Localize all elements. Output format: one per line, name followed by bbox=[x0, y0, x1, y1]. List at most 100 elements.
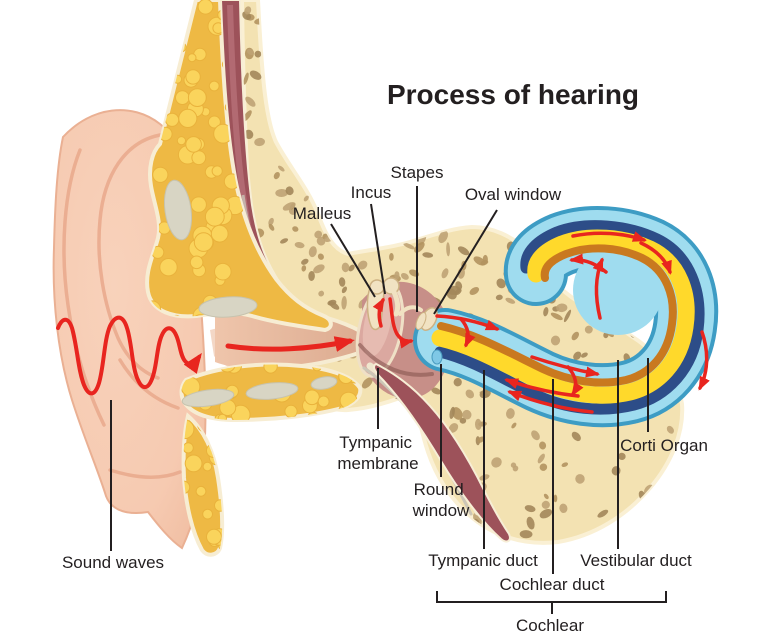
fat-bubble bbox=[159, 258, 178, 277]
ossicle-up-arrow bbox=[372, 297, 385, 328]
bone-spot bbox=[275, 188, 288, 198]
bone-spot bbox=[474, 418, 482, 430]
label-tympanic-duct: Tympanic duct bbox=[428, 551, 538, 570]
bone-spot bbox=[325, 171, 334, 181]
sound-path-arrows bbox=[56, 231, 710, 414]
cochlea-arrow-7 bbox=[698, 330, 710, 391]
bone-spot bbox=[491, 457, 502, 468]
bone-spot bbox=[357, 260, 368, 270]
cartilage-blob bbox=[181, 388, 235, 408]
fat-bubble bbox=[197, 0, 214, 15]
bone-spot bbox=[661, 488, 673, 499]
bone-spot bbox=[459, 417, 467, 424]
bone-spot bbox=[573, 351, 582, 361]
cochlea-arrow-4 bbox=[566, 365, 584, 397]
fat-bubble bbox=[214, 262, 232, 281]
bone-spot bbox=[301, 258, 309, 265]
bone-spot bbox=[301, 265, 307, 272]
fat-bubble bbox=[284, 404, 298, 418]
fat-bubble bbox=[184, 454, 203, 473]
bone-spot bbox=[505, 297, 516, 304]
fat-bubble bbox=[160, 4, 171, 15]
fat-bubble bbox=[218, 447, 230, 459]
bone-spot bbox=[341, 296, 347, 310]
bone-spot bbox=[526, 516, 535, 530]
bone-spot bbox=[559, 503, 568, 513]
bone-spot bbox=[294, 242, 305, 249]
bone-spot bbox=[496, 278, 506, 289]
fat-bubble bbox=[152, 166, 169, 183]
bone-spot bbox=[254, 50, 262, 58]
label-tympanic-membrane: Tympanic membrane bbox=[337, 433, 418, 473]
bone-spot bbox=[584, 325, 593, 334]
cochlea-arrow-8 bbox=[639, 241, 672, 275]
fat-bubble bbox=[214, 499, 227, 512]
bone-spot bbox=[561, 462, 569, 468]
fat-bubble bbox=[165, 112, 180, 127]
cartilage-blob bbox=[310, 376, 338, 390]
bone-spot bbox=[400, 272, 409, 280]
bone-spot bbox=[326, 189, 334, 197]
bone-spot bbox=[539, 441, 547, 450]
bone-spot bbox=[308, 271, 315, 281]
fat-bubble bbox=[202, 508, 214, 520]
bone-spot bbox=[479, 389, 491, 399]
fat-bubble bbox=[191, 150, 207, 166]
label-sound-waves: Sound waves bbox=[62, 553, 164, 572]
label-malleus: Malleus bbox=[293, 204, 352, 223]
label-stapes: Stapes bbox=[391, 163, 444, 182]
bone-spot bbox=[317, 253, 324, 260]
bone-spot bbox=[495, 294, 503, 301]
bone-spot bbox=[441, 268, 449, 279]
bone-spot bbox=[473, 256, 486, 266]
cartilage-blob bbox=[163, 179, 193, 241]
malleus-line bbox=[330, 223, 376, 298]
bone-spot bbox=[537, 453, 545, 464]
cartilage-blob bbox=[198, 296, 258, 318]
bone-spot bbox=[341, 286, 347, 294]
bone-spot bbox=[243, 72, 249, 85]
bone-spot bbox=[512, 465, 519, 472]
fat-bubble bbox=[189, 255, 204, 270]
fat-bubble bbox=[178, 108, 198, 129]
bone-spot bbox=[622, 528, 632, 541]
bone-spot bbox=[285, 186, 294, 196]
bone-spot bbox=[597, 509, 609, 518]
bone-spot bbox=[575, 474, 585, 484]
bone-spot bbox=[244, 6, 252, 15]
bone-spot bbox=[282, 202, 296, 211]
bone-spot bbox=[550, 335, 561, 346]
fat-bubble bbox=[211, 165, 223, 177]
cavity-shadow-fold bbox=[358, 343, 434, 377]
bone-spot bbox=[422, 252, 434, 258]
oval-window-line bbox=[433, 209, 498, 315]
fat-bubble bbox=[182, 442, 194, 454]
fat-bubble bbox=[185, 69, 201, 85]
label-corti-organ: Corti Organ bbox=[620, 436, 708, 455]
fat-bubble bbox=[187, 53, 197, 63]
round-window-shape bbox=[431, 349, 443, 365]
cochlea-unrolled bbox=[413, 205, 719, 428]
fat-bubble bbox=[190, 196, 207, 213]
bone-spot bbox=[543, 493, 549, 500]
bone-spot bbox=[550, 312, 563, 321]
cochlea-arrow-9 bbox=[571, 231, 647, 242]
label-vestibular-duct: Vestibular duct bbox=[580, 551, 692, 570]
bone-spot bbox=[249, 70, 262, 80]
bone-spot bbox=[403, 242, 415, 250]
bone-spot bbox=[511, 422, 517, 429]
tympanic-duct-band bbox=[437, 244, 677, 387]
labels: Process of hearing Sound waves Malleus I… bbox=[62, 79, 708, 635]
stapes-footplate bbox=[415, 312, 427, 330]
bone-spot bbox=[539, 509, 553, 519]
bone-spot bbox=[431, 522, 441, 533]
bone-spot bbox=[316, 236, 326, 246]
fat-bubble bbox=[202, 461, 213, 472]
bone-spot bbox=[446, 242, 451, 257]
fat-bubble bbox=[208, 80, 220, 92]
bone-spot bbox=[273, 172, 280, 180]
cochlea-arrow-1 bbox=[435, 314, 500, 331]
bone-spot bbox=[449, 406, 455, 420]
fat-bubble bbox=[159, 76, 173, 91]
